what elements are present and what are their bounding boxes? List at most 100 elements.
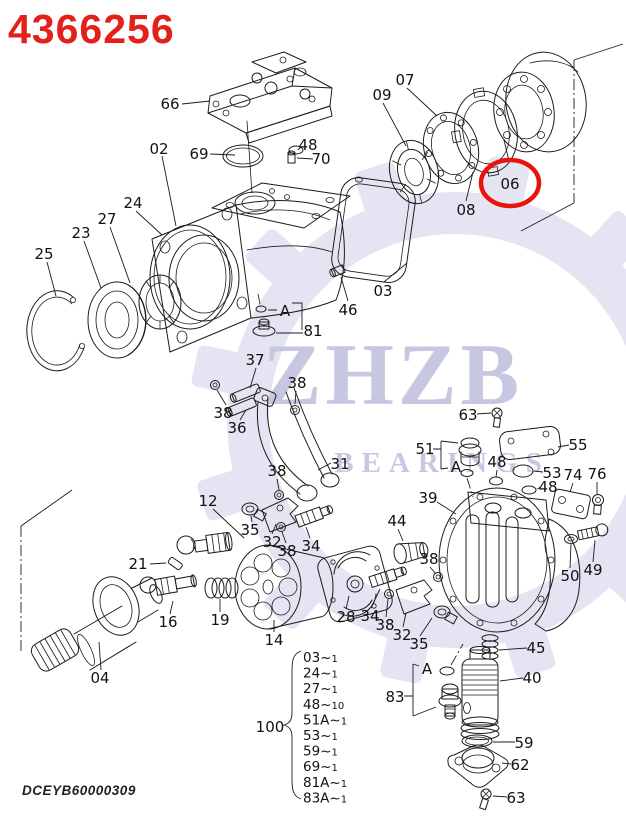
- line-art: [20, 43, 624, 811]
- parts-group-brace: [282, 650, 302, 800]
- part-callout-36: 36: [227, 419, 246, 437]
- part-07-bearing: [422, 111, 480, 185]
- part-callout-38: 38: [287, 374, 306, 392]
- part-callout-38: 38: [375, 616, 394, 634]
- part-40-valve-spool: [460, 646, 500, 740]
- part-callout-35: 35: [240, 521, 259, 539]
- part-24-o-ring: [149, 224, 231, 330]
- watermark-line2: BEARINGS: [334, 447, 550, 479]
- part-70-plug: [287, 150, 296, 164]
- part-03-gasket: [331, 176, 416, 283]
- part-callout-63: 63: [458, 406, 477, 424]
- part-callout-40: 40: [522, 669, 541, 687]
- part-55-cover-plate: [499, 425, 561, 461]
- part-48-o-ring-top: [288, 145, 304, 155]
- part-12-piston: [176, 531, 233, 555]
- parts-list-items: 03~124~127~148~1051A~153~159~169~181A~18…: [303, 650, 347, 806]
- part-callout-28: 28: [336, 608, 355, 626]
- parts-list-row-59: 59~1: [303, 744, 338, 760]
- part-02-pump-housing: [151, 182, 351, 353]
- parts-list-row-69: 69~1: [303, 759, 338, 775]
- gear-tooth: [191, 345, 243, 394]
- part-callout-48: 48: [298, 136, 317, 154]
- gear-tooth: [481, 156, 530, 208]
- part-callout-48: 48: [487, 453, 506, 471]
- part-04-shaft: [30, 576, 163, 672]
- part-51-plug: [458, 437, 482, 467]
- part-callout-39: 39: [418, 489, 437, 507]
- watermark-line1: ZHZB: [263, 327, 524, 424]
- part-66-control-valve: [207, 51, 333, 144]
- part-callout-27: 27: [97, 210, 116, 228]
- part-callout-48: 48: [538, 478, 557, 496]
- leader-lines: [46, 87, 598, 798]
- section-corner-marks: [20, 43, 624, 652]
- part-callout-07: 07: [395, 71, 414, 89]
- part-callout-74: 74: [563, 466, 582, 484]
- parts-list-row-81A: 81A~1: [303, 775, 347, 791]
- part-callout-02: 02: [149, 140, 168, 158]
- watermark: ZHZB BEARINGS: [191, 156, 626, 684]
- part-callout-06: 06: [500, 175, 519, 193]
- parts-list-row-53: 53~1: [303, 728, 338, 744]
- part-32-bracket: [395, 579, 433, 615]
- part-48-o-ring: [521, 485, 537, 495]
- part-21-pin: [167, 556, 183, 571]
- part-83-o-ring: [439, 666, 455, 676]
- part-callout-38: 38: [419, 550, 438, 568]
- part-callout-53: 53: [542, 464, 561, 482]
- part-06-bearing-drum: [493, 51, 587, 153]
- parts-list-row-48: 48~10: [303, 697, 344, 713]
- part-callout-16: 16: [158, 613, 177, 631]
- page-title-part-number: 4366256: [8, 6, 175, 52]
- part-49-bolt: [576, 523, 609, 541]
- part-callout-55: 55: [568, 436, 587, 454]
- part-callout-63: 63: [506, 789, 525, 807]
- part-19-spring: [204, 577, 239, 599]
- part-callout-66: 66: [160, 95, 179, 113]
- part-74-bracket-plate: [551, 488, 591, 520]
- part-38-nut: [433, 572, 443, 582]
- part-44-coupling: [393, 542, 429, 565]
- part-46-plug: [329, 264, 346, 278]
- part-38-nut: [210, 380, 300, 500]
- part-39-motor-housing: [438, 487, 581, 633]
- part-callout-44: 44: [387, 512, 406, 530]
- part-callout-04: 04: [90, 669, 109, 687]
- part-callout-38: 38: [277, 542, 296, 560]
- part-34-valve: [368, 566, 407, 588]
- parts-list-row-03: 03~1: [303, 650, 338, 666]
- part-callout-81: 81: [303, 322, 322, 340]
- part-35-plug: [433, 605, 458, 625]
- part-38-nut: [384, 589, 394, 599]
- part-callout-34: 34: [360, 607, 379, 625]
- part-callout-59: 59: [514, 734, 533, 752]
- part-callout-46: 46: [338, 301, 357, 319]
- part-76-bolt: [592, 494, 604, 515]
- part-37-pin: [229, 383, 261, 403]
- part-callout-32: 32: [392, 626, 411, 644]
- part-51-o-ring: [460, 469, 474, 477]
- part-callout-19: 19: [210, 611, 229, 629]
- part-63-bolt: [491, 407, 503, 428]
- part-callout-38: 38: [213, 404, 232, 422]
- part-38-nut: [276, 522, 286, 532]
- part-32-bracket: [261, 497, 299, 533]
- part-callout-32: 32: [262, 533, 281, 551]
- part-28-valve-plate: [317, 545, 393, 623]
- part-callout-45: 45: [526, 639, 545, 657]
- part-callout-09: 09: [372, 86, 391, 104]
- part-callout-25: 25: [34, 245, 53, 263]
- parts-list-row-27: 27~1: [303, 681, 338, 697]
- part-23-bearing-cup: [87, 281, 147, 359]
- part-53-o-ring: [512, 464, 534, 478]
- part-50-washer: [564, 534, 578, 544]
- part-callout-70: 70: [311, 150, 330, 168]
- part-69-o-ring: [222, 144, 264, 168]
- part-callout-38: 38: [267, 462, 286, 480]
- part-14-cylinder-block: [234, 544, 334, 630]
- part-callout-21: 21: [128, 555, 147, 573]
- gear-icon: [191, 156, 626, 684]
- highlight-ring-06: [478, 157, 542, 209]
